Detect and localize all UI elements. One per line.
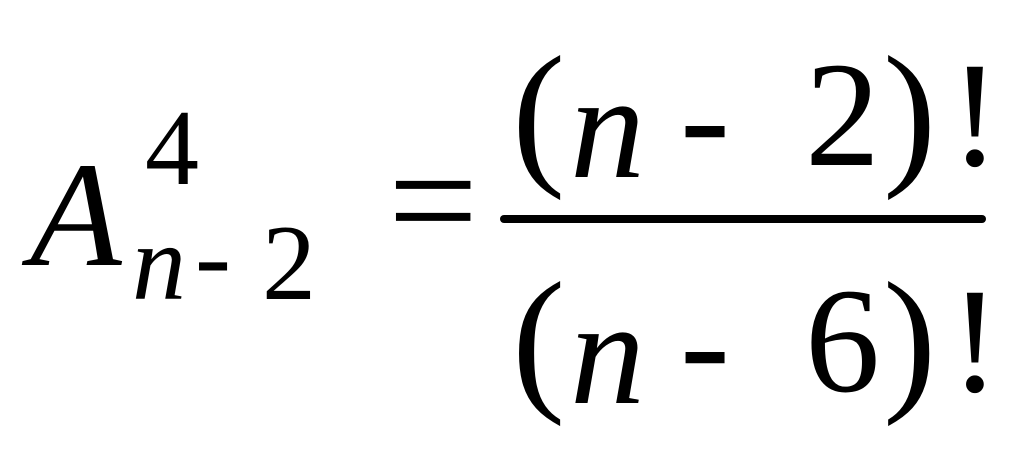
lhs-base-symbol: A [30,132,122,298]
numerator-factorial: ! [950,32,1000,198]
denominator-factorial: ! [950,258,1000,424]
numerator-variable: n [570,44,645,210]
denominator-close-paren: ) [883,249,937,427]
lhs-subscript-variable: n [132,204,186,323]
numerator-open-paren: ( [512,23,566,201]
denominator-operator: - [680,260,730,426]
numerator-operator: - [680,34,730,200]
numerator-close-paren: ) [883,23,937,201]
lhs-subscript-number: 2 [262,204,316,323]
equals-sign: = [388,111,479,289]
numerator-number: 2 [805,32,880,198]
lhs-subscript-operator: - [195,197,231,316]
denominator-variable: n [570,270,645,436]
denominator-open-paren: ( [512,249,566,427]
denominator-number: 6 [805,258,880,424]
lhs-superscript: 4 [145,89,199,208]
fraction-bar [500,215,986,223]
